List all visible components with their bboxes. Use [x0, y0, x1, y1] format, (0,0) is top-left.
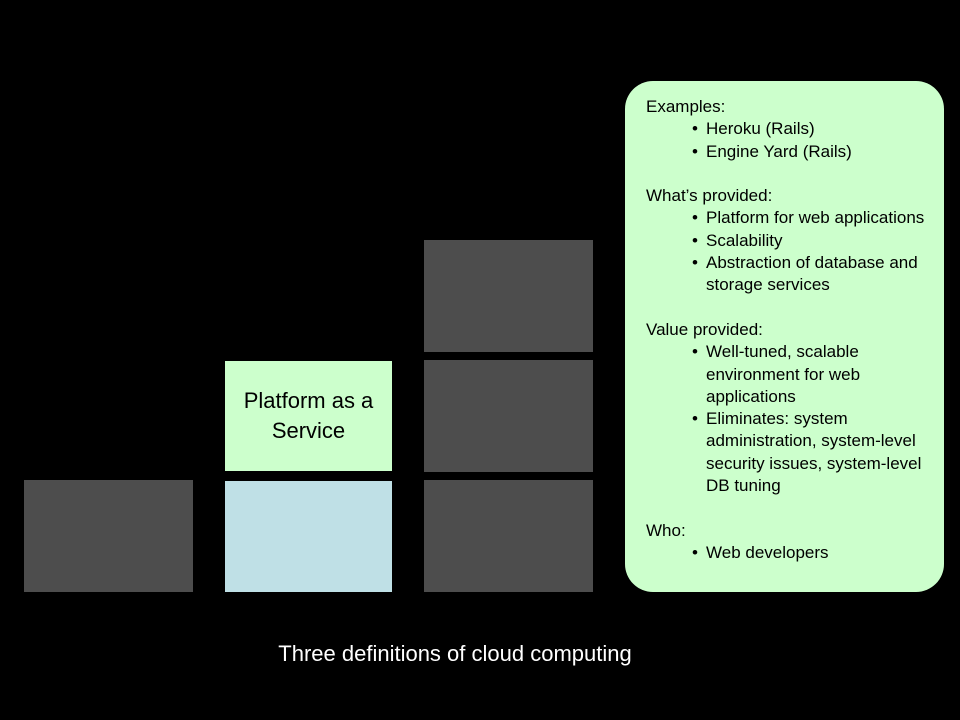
list-item: Abstraction of database and storage serv…	[692, 252, 934, 297]
bullet-list: Well-tuned, scalable environment for web…	[646, 341, 934, 497]
info-panel: Examples: Heroku (Rails) Engine Yard (Ra…	[625, 81, 944, 592]
section-heading: Who:	[646, 520, 686, 540]
list-item: Web developers	[692, 542, 934, 565]
block-right-bottom	[424, 480, 593, 592]
list-item: Platform for web applications	[692, 207, 934, 230]
block-right-mid	[424, 360, 593, 472]
block-left-bottom	[24, 480, 193, 592]
section-who: Who: Web developers	[646, 520, 934, 565]
section-heading: Examples:	[646, 97, 726, 116]
block-platform-as-a-service: Platform as a Service	[225, 361, 392, 471]
list-item: Well-tuned, scalable environment for web…	[692, 341, 934, 408]
list-item: Eliminates: system administration, syste…	[692, 408, 934, 497]
bullet-list: Platform for web applications Scalabilit…	[646, 207, 934, 296]
section-value-provided: Value provided: Well-tuned, scalable env…	[646, 319, 934, 497]
list-item: Engine Yard (Rails)	[692, 141, 934, 164]
section-heading: What’s provided:	[646, 186, 773, 206]
slide-caption: Three definitions of cloud computing	[278, 641, 632, 666]
bullet-list: Web developers	[646, 542, 934, 565]
bullet-list: Heroku (Rails) Engine Yard (Rails)	[646, 118, 934, 163]
section-whats-provided: What’s provided: Platform for web applic…	[646, 185, 934, 296]
block-right-top	[424, 240, 593, 352]
section-heading: Value provided:	[646, 319, 763, 339]
list-item: Scalability	[692, 230, 934, 253]
list-item: Heroku (Rails)	[692, 118, 934, 141]
block-mid-bottom	[225, 481, 392, 592]
section-examples: Examples: Heroku (Rails) Engine Yard (Ra…	[646, 96, 934, 163]
